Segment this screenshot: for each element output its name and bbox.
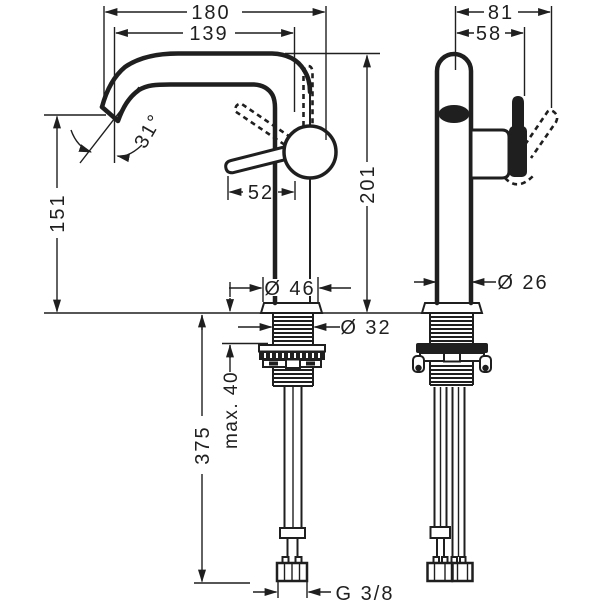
dim-label-151: 151 <box>47 193 69 232</box>
tailpipe <box>283 386 303 528</box>
body-cylinder <box>434 51 474 306</box>
extension-lines-side-top <box>454 6 553 108</box>
extension-lines-misc <box>194 176 319 598</box>
mounting-nut <box>258 344 326 369</box>
dim-label-31deg: 31° <box>130 110 167 152</box>
dimension-spout-reach: 139 <box>114 23 295 45</box>
dim-label-201: 201 <box>357 164 379 203</box>
dim-label-g38: G 3/8 <box>336 583 395 603</box>
base-flange <box>259 302 324 314</box>
height-reference-lines <box>44 52 380 116</box>
side-view <box>412 51 559 583</box>
side-mounting-shank <box>412 302 492 583</box>
dim-label-max40: max. 40 <box>221 371 242 449</box>
handle-lever-alt-dashed <box>234 102 292 147</box>
handle-block-side <box>469 128 511 180</box>
dimension-max-mounting-thickness: max. 40 <box>221 282 242 449</box>
dim-label-dia26: Ø 26 <box>497 272 548 294</box>
handle-pin-sweep-dashed <box>504 174 535 186</box>
dimension-body-diameter: Ø 26 <box>414 272 548 294</box>
handle-lever <box>224 144 292 175</box>
extension-lines-front-top <box>103 6 327 163</box>
spout-outlet-side <box>438 105 470 123</box>
dimension-hose-thread: G 3/8 <box>253 583 395 603</box>
dim-label-81: 81 <box>488 2 514 24</box>
dim-label-58: 58 <box>476 23 502 45</box>
supply-hoses <box>426 387 474 583</box>
handle-joint <box>282 124 338 180</box>
dim-label-52: 52 <box>248 182 274 204</box>
handle-pin-dashed <box>302 64 314 126</box>
dim-label-139: 139 <box>189 23 228 45</box>
dimension-overall-reach: 180 <box>104 2 326 24</box>
dim-label-dia32: Ø 32 <box>340 317 391 339</box>
hose-connector-left <box>426 561 454 583</box>
mounting-nut-side <box>416 343 488 353</box>
dimension-shank-diameter: Ø 32 <box>238 317 391 339</box>
dimension-handle-depth: 58 <box>455 23 525 45</box>
dimension-base-diameter: Ø 46 <box>229 278 351 300</box>
dimension-spray-angle: 31° <box>70 86 167 164</box>
handle-pin-alt-dashed <box>518 109 559 159</box>
dimension-spout-height: 151 <box>47 115 69 313</box>
dim-label-180: 180 <box>191 2 230 24</box>
dimension-lever-length: 52 <box>228 182 295 204</box>
hose-connector-right <box>451 561 474 583</box>
handle-pin-side <box>512 96 524 143</box>
hose-collar <box>429 526 451 539</box>
faucet-spout <box>99 51 313 306</box>
dimension-hose-length: 375 <box>192 314 214 583</box>
tailpipe-collar <box>279 527 306 539</box>
dimension-total-height: 201 <box>357 54 379 313</box>
base-flange-side <box>420 302 484 314</box>
dim-label-375: 375 <box>192 425 214 464</box>
dimension-side-depth: 81 <box>455 2 552 24</box>
dim-label-dia46: Ø 46 <box>264 278 315 300</box>
front-mounting-shank <box>258 302 326 583</box>
